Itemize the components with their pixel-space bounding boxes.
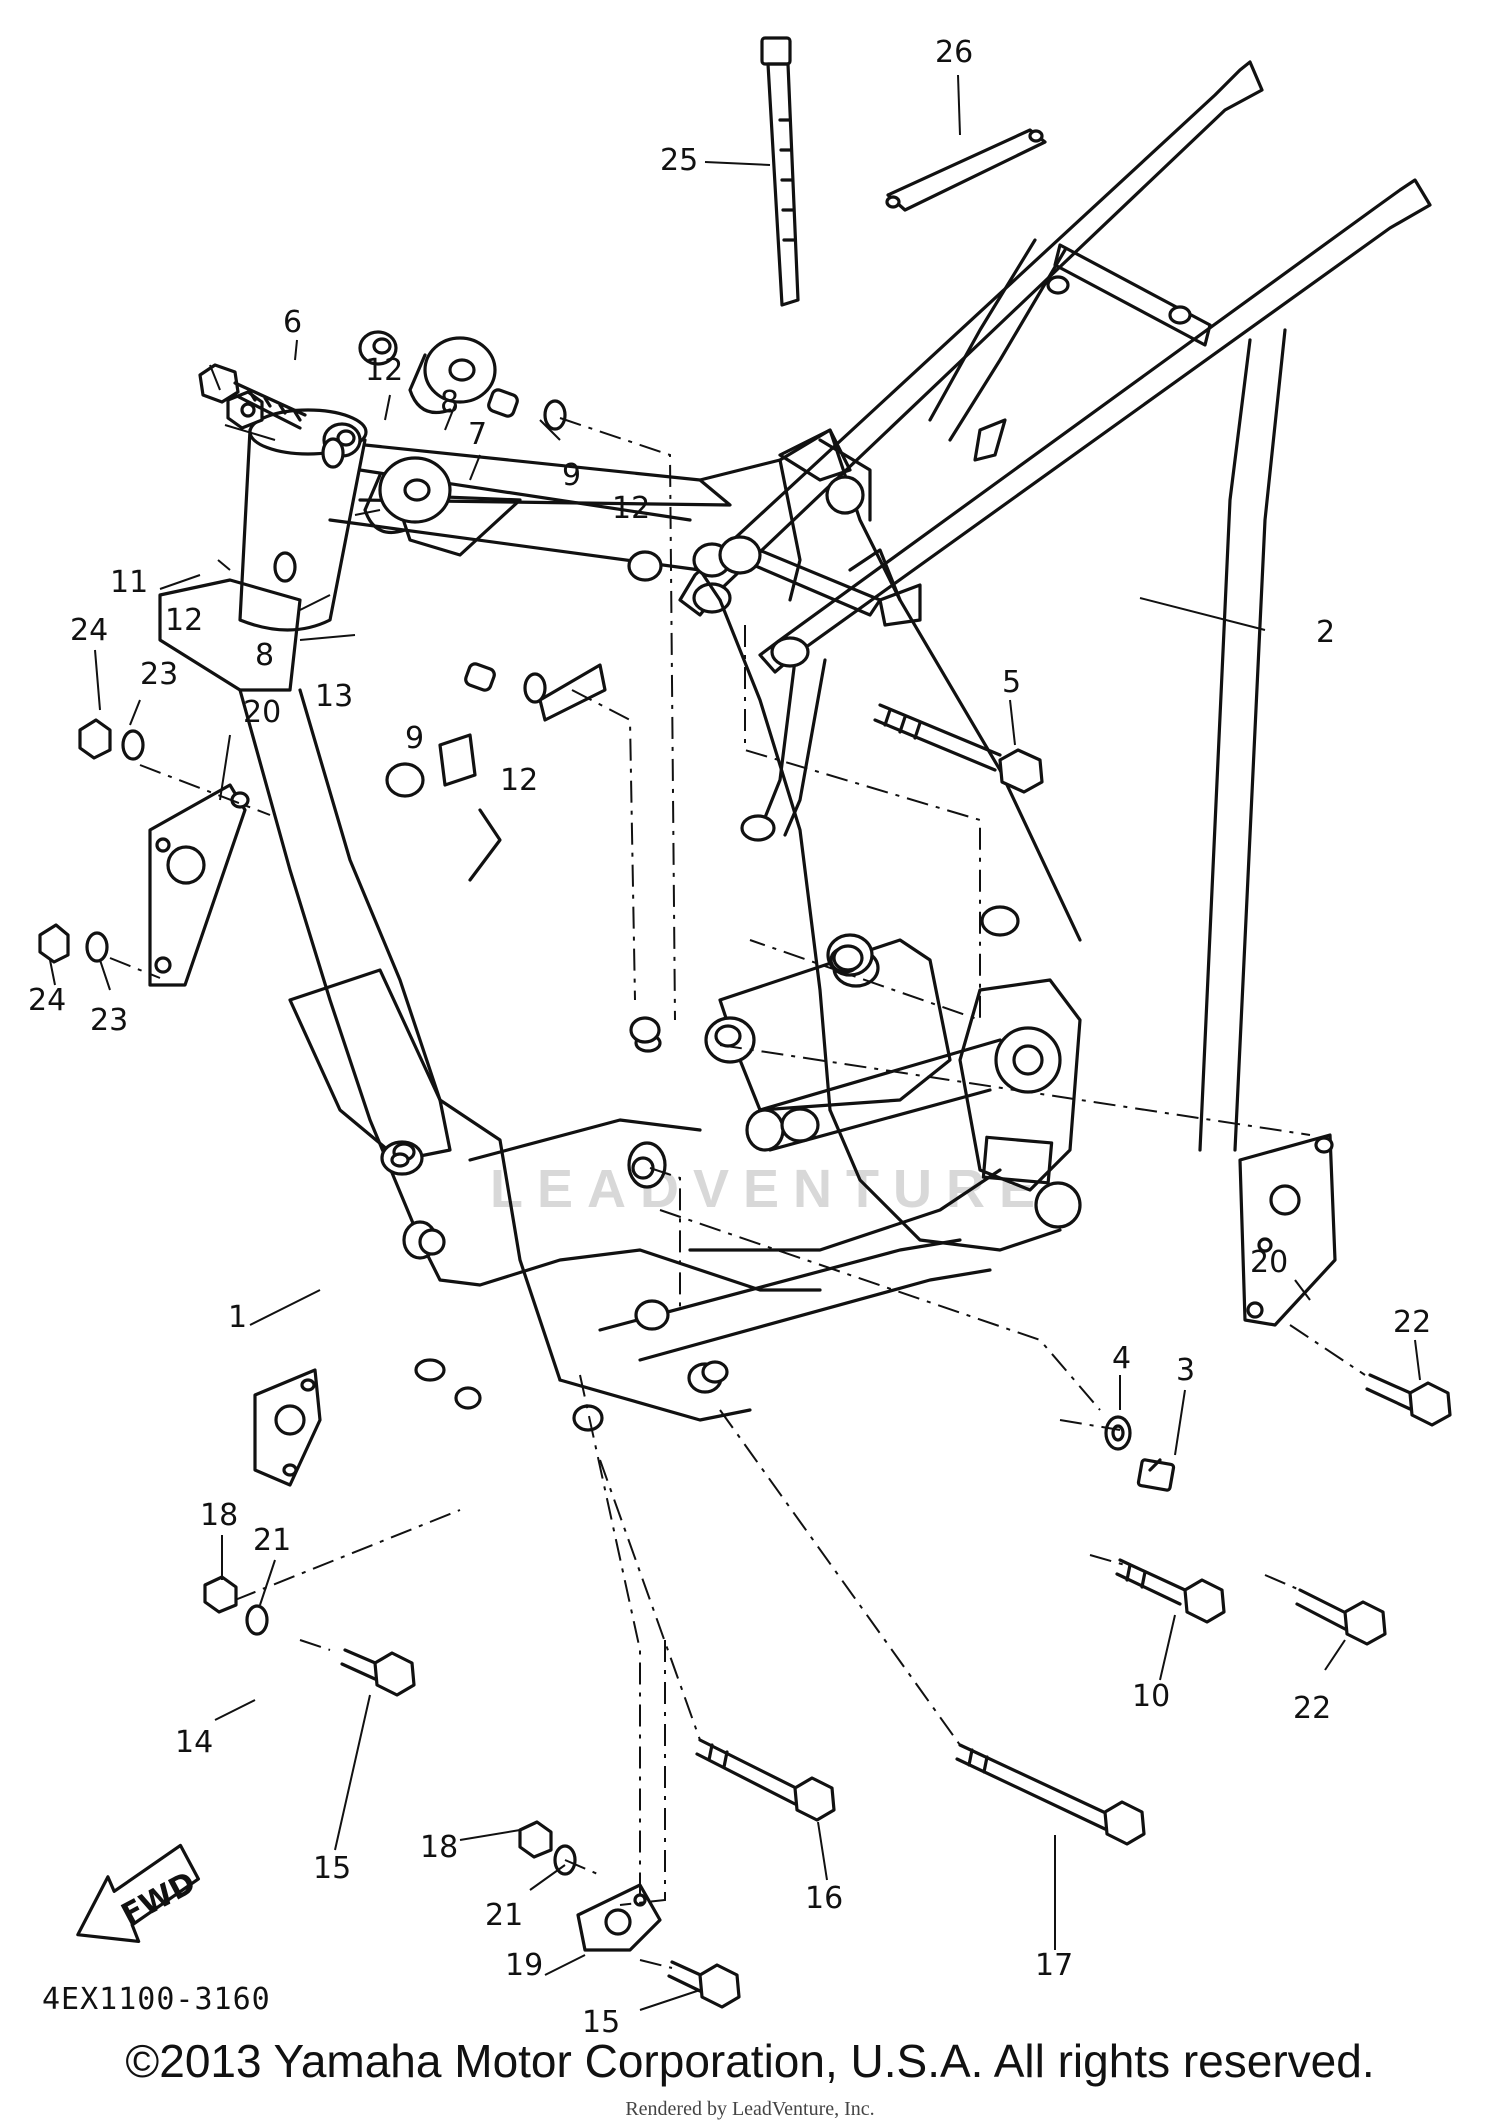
collar-8-upper[interactable] <box>358 330 398 366</box>
callout-10[interactable]: 10 <box>1132 1679 1170 1714</box>
callout-6[interactable]: 6 <box>283 305 302 340</box>
callout-numbers: 1 2 3 4 5 6 7 8 8 9 9 10 11 12 12 12 12 … <box>28 35 1431 2040</box>
engine-bracket-19[interactable] <box>576 1883 662 1952</box>
main-frame[interactable] <box>158 408 1082 1432</box>
bolt-15-upper[interactable] <box>340 1648 416 1697</box>
callout-9-lower[interactable]: 9 <box>405 721 424 756</box>
forward-arrow-icon: FWD <box>76 1843 202 1944</box>
bolt-16[interactable] <box>695 1738 836 1822</box>
callout-20-left[interactable]: 20 <box>243 695 281 730</box>
callout-25[interactable]: 25 <box>660 143 698 178</box>
callout-9-upper[interactable]: 9 <box>562 458 581 493</box>
drawing-number: 4EX1100-3160 <box>42 1982 271 2017</box>
callout-8-lower[interactable]: 8 <box>255 638 274 673</box>
engine-bracket-20-left[interactable] <box>148 783 250 987</box>
washer-12-c[interactable] <box>273 551 297 583</box>
callout-15-lower[interactable]: 15 <box>582 2005 620 2040</box>
bolt-3[interactable] <box>1136 1458 1176 1492</box>
leader-lines <box>49 74 1421 2011</box>
washer-4[interactable] <box>1104 1415 1132 1451</box>
callout-23-upper[interactable]: 23 <box>140 657 178 692</box>
bolt-17[interactable] <box>955 1743 1146 1846</box>
callout-22-lower[interactable]: 22 <box>1293 1691 1331 1726</box>
callout-21-lower[interactable]: 21 <box>485 1898 523 1933</box>
washer-12-a[interactable] <box>321 437 345 469</box>
engine-bracket-14[interactable] <box>253 1368 322 1487</box>
washer-23-b[interactable] <box>85 931 109 963</box>
washer-12-b[interactable] <box>543 399 567 431</box>
spacer-9-upper[interactable] <box>487 388 519 418</box>
callout-13[interactable]: 13 <box>315 679 353 714</box>
nut-18-b[interactable] <box>518 1820 553 1859</box>
callout-11[interactable]: 11 <box>110 565 148 600</box>
callout-12-d[interactable]: 12 <box>500 763 538 798</box>
callout-16[interactable]: 16 <box>805 1881 843 1916</box>
callout-15-upper[interactable]: 15 <box>313 1851 351 1886</box>
bolt-6[interactable] <box>198 363 307 430</box>
nut-24-a[interactable] <box>78 718 112 760</box>
callout-23-lower[interactable]: 23 <box>90 1003 128 1038</box>
callout-8-upper[interactable]: 8 <box>440 385 459 420</box>
callout-24-lower[interactable]: 24 <box>28 983 66 1018</box>
callout-12-b[interactable]: 12 <box>612 491 650 526</box>
callout-3[interactable]: 3 <box>1176 1353 1195 1388</box>
callout-20-right[interactable]: 20 <box>1250 1245 1288 1280</box>
copyright-notice: ©2013 Yamaha Motor Corporation, U.S.A. A… <box>125 2035 1375 2087</box>
nut-18-a[interactable] <box>203 1575 238 1614</box>
callout-18-lower[interactable]: 18 <box>420 1830 458 1865</box>
washer-21-a[interactable] <box>245 1604 269 1636</box>
spacer-9-lower[interactable] <box>464 662 496 692</box>
washer-12-d[interactable] <box>523 672 547 704</box>
nut-24-b[interactable] <box>38 923 70 964</box>
assembly-lines <box>109 417 1366 1969</box>
callout-17[interactable]: 17 <box>1035 1948 1073 1983</box>
callout-18-upper[interactable]: 18 <box>200 1498 238 1533</box>
callout-24-upper[interactable]: 24 <box>70 613 108 648</box>
bolt-10[interactable] <box>1115 1558 1226 1624</box>
callout-4[interactable]: 4 <box>1112 1341 1131 1376</box>
callout-26[interactable]: 26 <box>935 35 973 70</box>
engine-mount-13[interactable] <box>363 456 452 535</box>
washer-23-a[interactable] <box>121 729 145 761</box>
bolt-22-lower[interactable] <box>1295 1588 1387 1646</box>
cable-tie-25[interactable] <box>760 36 800 307</box>
callout-22-upper[interactable]: 22 <box>1393 1305 1431 1340</box>
callout-2[interactable]: 2 <box>1316 615 1335 650</box>
callout-5[interactable]: 5 <box>1002 665 1021 700</box>
rendered-by-note: Rendered by LeadVenture, Inc. <box>625 2098 875 2120</box>
bolt-15-lower[interactable] <box>667 1960 741 2009</box>
callout-1[interactable]: 1 <box>228 1300 247 1335</box>
callout-7[interactable]: 7 <box>468 417 487 452</box>
bolt-22-upper[interactable] <box>1365 1373 1452 1427</box>
callout-19[interactable]: 19 <box>505 1948 543 1983</box>
bolt-5[interactable] <box>873 703 1044 794</box>
callout-14[interactable]: 14 <box>175 1725 213 1760</box>
callout-12-c[interactable]: 12 <box>165 603 203 638</box>
strap-26[interactable] <box>885 128 1047 212</box>
callout-12-a[interactable]: 12 <box>365 353 403 388</box>
engine-mount-7[interactable] <box>408 336 497 415</box>
callout-21-upper[interactable]: 21 <box>253 1523 291 1558</box>
rear-subframe[interactable] <box>678 60 1432 1185</box>
engine-bracket-20-right[interactable] <box>1238 1133 1337 1327</box>
nut-11[interactable] <box>226 390 264 430</box>
